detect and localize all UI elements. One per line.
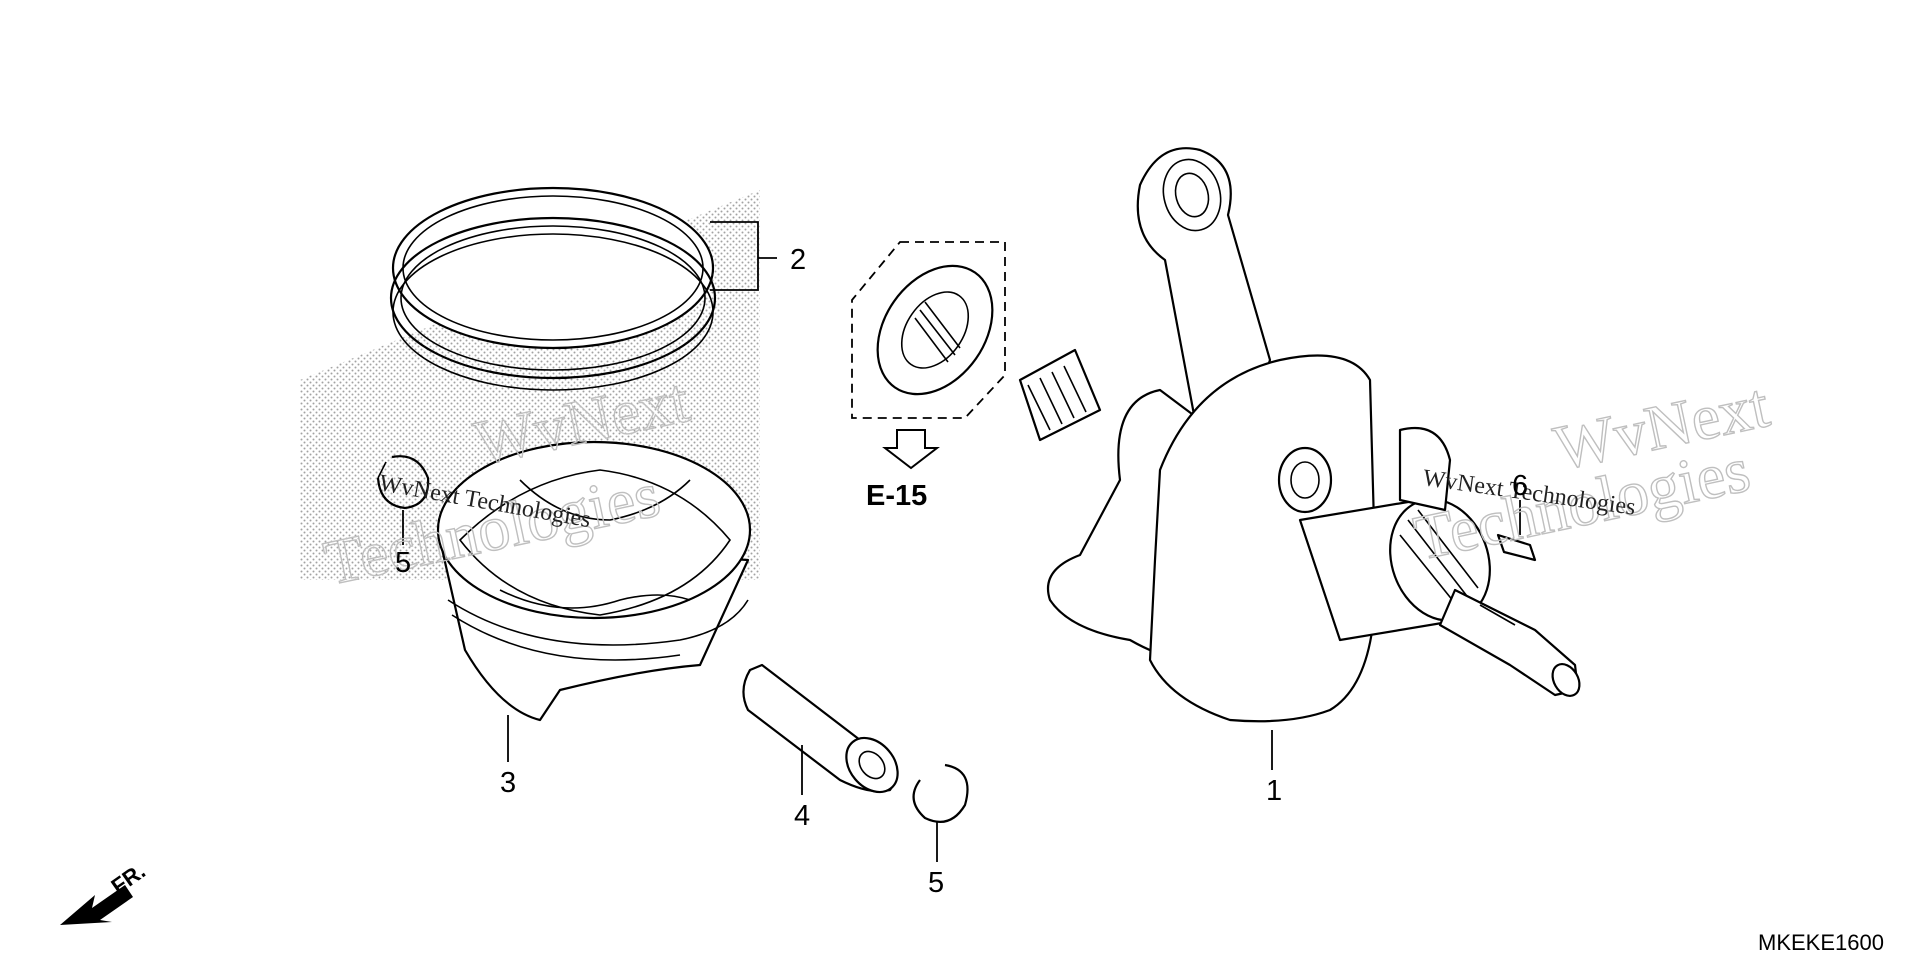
reference-arrow-icon [882, 429, 940, 470]
front-indicator-label: FR. [107, 858, 150, 899]
callout-1: 1 [1266, 775, 1282, 807]
callout-3: 3 [500, 767, 516, 799]
piston-part[interactable] [436, 440, 752, 762]
piston-rings-part[interactable] [389, 186, 777, 391]
clip-left-part[interactable] [376, 455, 430, 545]
bearing-reference-group[interactable] [851, 241, 1016, 419]
piston-pin-part[interactable] [742, 663, 908, 802]
cross-reference-label[interactable]: E-15 [866, 480, 927, 512]
diagram-code: MKEKE1600 [1758, 930, 1884, 955]
callout-2: 2 [790, 244, 806, 276]
callout-6: 6 [1512, 470, 1528, 502]
crankshaft-part[interactable] [1018, 147, 1585, 770]
callout-5-left: 5 [395, 547, 411, 579]
callout-5-right: 5 [928, 867, 944, 899]
front-arrow-icon [60, 885, 133, 925]
key-part[interactable] [1496, 500, 1537, 562]
callout-4: 4 [794, 800, 810, 832]
clip-right-part[interactable] [912, 763, 969, 862]
